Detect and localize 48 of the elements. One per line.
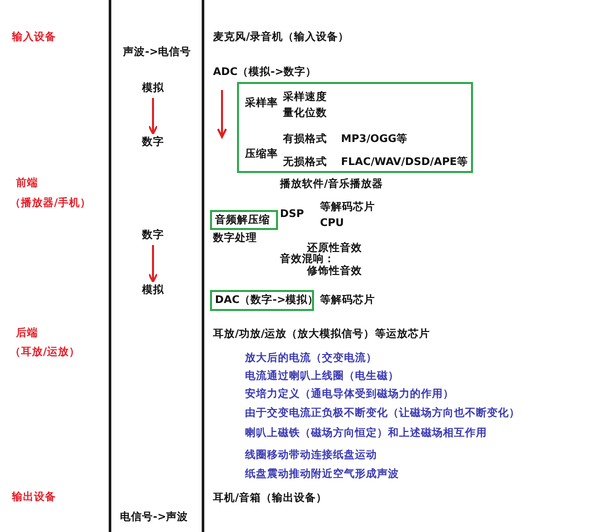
stage-label: 后端 [16, 326, 38, 340]
process-step-text: 放大后的电流（交变电流） [245, 351, 377, 365]
text-label: 数字处理 [213, 231, 257, 245]
highlight-box [210, 290, 314, 311]
text-label: FLAC/WAV/DSD/APE等 [341, 155, 468, 169]
text-label: 声波->电信号 [123, 45, 192, 59]
process-step-text: 安培力定义（通电导体受到磁场力的作用） [245, 387, 454, 401]
text-label: 等解码芯片 [320, 293, 375, 307]
signal-label: 数字 [142, 135, 164, 149]
text-label: 耳机/音箱（输出设备） [213, 491, 327, 505]
process-step-text: 电流通过喇叭上线圈（电生磁） [245, 369, 399, 383]
process-step-text: 纸盘震动推动附近空气形成声波 [245, 467, 399, 481]
stage-label: 输出设备 [12, 490, 56, 504]
text-label: 量化位数 [283, 106, 327, 120]
text-label: 采样率 [245, 96, 278, 110]
text-label: ADC（模拟->数字） [213, 65, 317, 79]
text-label: 等运放芯片 [375, 327, 430, 341]
highlight-box [210, 210, 278, 230]
text-label: 修饰性音效 [307, 264, 362, 278]
text-label: MP3/OGG等 [341, 132, 408, 146]
stage-label: （耳放/运放） [10, 345, 80, 359]
text-label: 麦克风/录音机（输入设备） [213, 30, 349, 44]
signal-label: 模拟 [142, 81, 164, 95]
text-label: DSP [280, 207, 304, 221]
text-label: 有损格式 [283, 132, 327, 146]
text-label: 音频解压缩 [215, 213, 270, 227]
stage-label: （播放器/手机） [10, 196, 91, 210]
text-label: 电信号->声波 [120, 510, 188, 524]
stage-label: 前端 [16, 176, 38, 190]
process-step-text: 线圈移动带动连接纸盘运动 [245, 448, 377, 462]
text-label: 采样速度 [283, 90, 327, 104]
text-label: DAC（数字->模拟） [215, 293, 319, 307]
stage-label: 输入设备 [12, 30, 56, 44]
text-label: 压缩率 [245, 147, 278, 161]
text-label: 无损格式 [283, 155, 327, 169]
parameter-box [237, 82, 473, 173]
text-label: CPU [320, 216, 344, 230]
text-label: 耳放/功放/运放（放大模拟信号） [213, 327, 375, 341]
signal-label: 模拟 [142, 283, 164, 297]
arrow [148, 98, 158, 135]
text-label: 音效混响： [280, 252, 335, 265]
text-label: 等解码芯片 [320, 200, 375, 214]
text-label: 还原性音效 [307, 241, 362, 254]
process-step-text: 由于交变电流正负极不断变化（让磁场方向也不断变化） [245, 406, 520, 420]
text-label: 播放软件/音乐播放器 [280, 177, 383, 191]
arrow [148, 245, 158, 283]
signal-label: 数字 [142, 228, 164, 242]
process-step-text: 喇叭上磁铁（磁场方向恒定）和上述磁场相互作用 [245, 426, 487, 440]
